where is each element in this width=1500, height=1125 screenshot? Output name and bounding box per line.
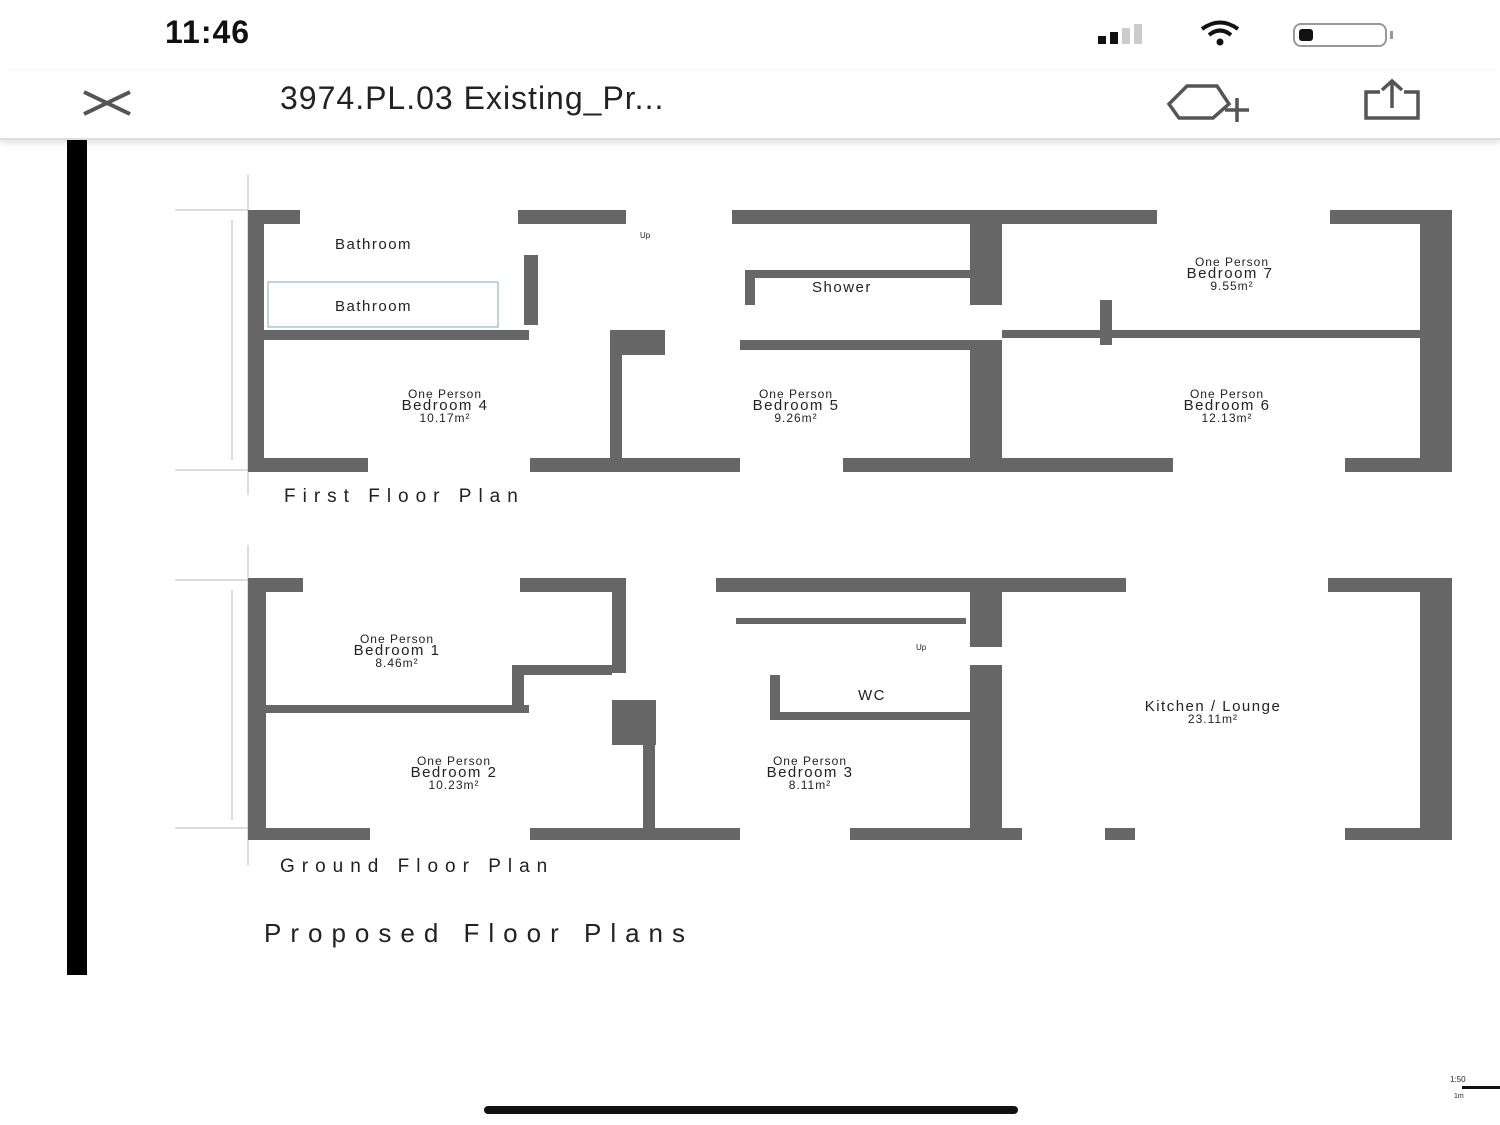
svg-text:WC: WC [858, 687, 886, 704]
svg-text:Bathroom: Bathroom [335, 236, 412, 253]
svg-text:First Floor Plan: First Floor Plan [284, 486, 525, 507]
ground-floor-labels: One Person Bedroom 1 8.46m² One Person B… [280, 632, 1282, 877]
svg-text:One Person: One Person [1195, 255, 1269, 269]
svg-text:Bedroom 5: Bedroom 5 [753, 397, 840, 414]
document-title: 3974.PL.03 Existing_Pr... [280, 80, 665, 116]
drawing-title: Proposed Floor Plans [264, 918, 694, 948]
scale-unit: 1m [1454, 1093, 1464, 1100]
first-floor-labels: Bathroom Bathroom Shower One Person Bedr… [284, 231, 1274, 507]
svg-text:Bedroom 3: Bedroom 3 [767, 764, 854, 781]
signal-icon [1098, 24, 1142, 44]
svg-text:8.46m²: 8.46m² [375, 656, 418, 670]
scale-ratio: 1:50 [1450, 1075, 1466, 1084]
wifi-icon [1200, 20, 1240, 46]
status-bar: 11:46 [0, 0, 1500, 70]
svg-text:10.17m²: 10.17m² [419, 411, 470, 425]
svg-text:One Person: One Person [408, 387, 482, 401]
battery-icon [1293, 23, 1393, 47]
first-floor-walls [175, 175, 1452, 495]
close-icon[interactable] [80, 88, 134, 118]
svg-text:Bedroom 4: Bedroom 4 [402, 397, 489, 414]
svg-text:One Person: One Person [1190, 387, 1264, 401]
home-indicator[interactable] [484, 1106, 1018, 1114]
svg-text:23.11m²: 23.11m² [1188, 712, 1238, 726]
svg-text:10.23m²: 10.23m² [428, 778, 479, 792]
scale-bar [1462, 1086, 1500, 1089]
bath-fixture [267, 281, 499, 328]
svg-text:Ground Floor Plan: Ground Floor Plan [280, 856, 554, 877]
svg-text:Up: Up [640, 231, 651, 240]
viewer-toolbar: 3974.PL.03 Existing_Pr... [0, 70, 1500, 140]
clock: 11:46 [165, 14, 251, 50]
svg-text:9.26m²: 9.26m² [774, 411, 817, 425]
svg-text:Bedroom 6: Bedroom 6 [1184, 397, 1271, 414]
svg-text:Bedroom 7: Bedroom 7 [1187, 265, 1274, 282]
svg-text:Up: Up [916, 643, 927, 652]
svg-text:9.55m²: 9.55m² [1210, 279, 1253, 293]
floor-plan-drawing: Bathroom Bathroom Shower One Person Bedr… [67, 140, 1500, 1100]
sheet-border [67, 140, 87, 975]
svg-text:One Person: One Person [759, 387, 833, 401]
svg-text:One Person: One Person [360, 632, 434, 646]
add-to-drive-icon[interactable] [1165, 82, 1255, 122]
share-icon[interactable] [1360, 78, 1426, 122]
svg-text:One Person: One Person [417, 754, 491, 768]
svg-text:Shower: Shower [812, 279, 872, 296]
svg-text:One Person: One Person [773, 754, 847, 768]
ground-floor-walls [175, 545, 1452, 865]
svg-text:12.13m²: 12.13m² [1201, 411, 1252, 425]
svg-text:Bedroom 2: Bedroom 2 [411, 764, 498, 781]
svg-text:Kitchen / Lounge: Kitchen / Lounge [1145, 698, 1282, 715]
svg-text:Bathroom: Bathroom [335, 298, 412, 315]
svg-text:8.11m²: 8.11m² [789, 778, 831, 792]
svg-text:Bedroom 1: Bedroom 1 [354, 642, 441, 659]
